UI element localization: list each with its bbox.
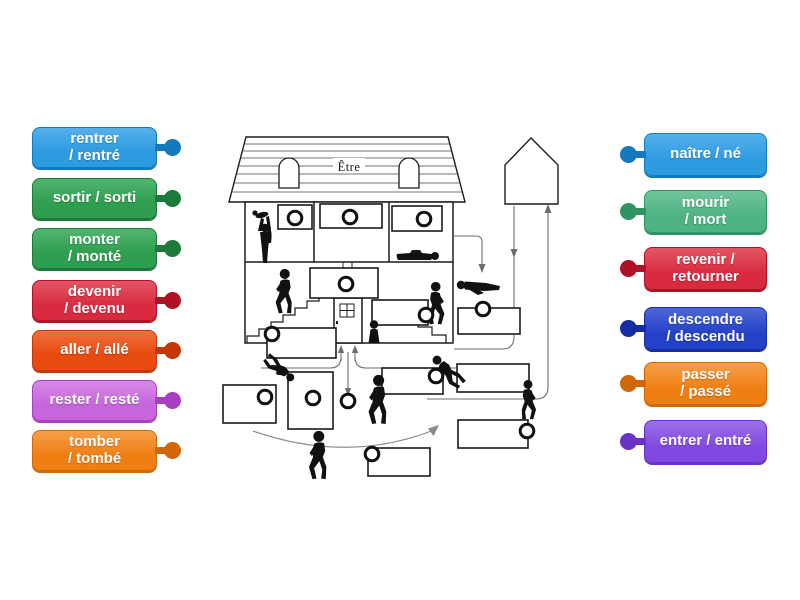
drop-point[interactable] — [256, 388, 274, 406]
connector-dot — [164, 392, 181, 409]
answer-box[interactable] — [456, 363, 530, 393]
label-text: descendre / descendu — [666, 310, 745, 345]
connector-stub — [629, 380, 646, 387]
connector-dot — [164, 442, 181, 459]
label-rester[interactable]: rester / resté — [32, 380, 181, 421]
connector-dot — [620, 433, 637, 450]
connector-stub — [629, 208, 646, 215]
person-returning-flying-icon — [456, 280, 500, 295]
person-standing-at-door-icon — [368, 320, 380, 343]
connector-dot — [620, 320, 637, 337]
label-text: mourir / mort — [681, 193, 730, 228]
label-text: tomber / tombé — [67, 432, 122, 467]
label-text: entrer / entré — [659, 432, 752, 450]
connector-dot — [620, 375, 637, 392]
arrowheads — [337, 204, 552, 396]
label-text: sortir / sorti — [52, 189, 137, 207]
connector-dot — [164, 292, 181, 309]
connector-stub — [155, 245, 172, 252]
label-monter[interactable]: monter / monté — [32, 228, 181, 269]
person-lying-dead-icon — [396, 250, 439, 260]
connector-stub — [629, 438, 646, 445]
label-mourir[interactable]: mourir / mort — [620, 190, 767, 233]
house-diagram: Être — [222, 136, 559, 480]
connector-dot — [164, 190, 181, 207]
connector-dot — [620, 146, 637, 163]
drop-point[interactable] — [286, 209, 304, 227]
drop-point[interactable] — [339, 392, 357, 410]
drop-point[interactable] — [417, 306, 435, 324]
connector-stub — [155, 297, 172, 304]
answer-box[interactable] — [457, 419, 529, 449]
path-door-right — [354, 356, 456, 369]
label-descendre[interactable]: descendre / descendu — [620, 307, 767, 350]
path-to-second-house — [427, 209, 549, 400]
path-from-second-house — [454, 206, 515, 350]
label-tomber[interactable]: tomber / tombé — [32, 430, 181, 471]
label-text: naître / né — [670, 145, 741, 163]
label-text: rester / resté — [49, 391, 140, 409]
label-naitre[interactable]: naître / né — [620, 133, 767, 176]
drop-point[interactable] — [263, 325, 281, 343]
drop-point[interactable] — [518, 422, 536, 440]
label-text: devenir / devenu — [64, 282, 125, 317]
front-door — [333, 297, 363, 344]
connector-dot — [620, 203, 637, 220]
person-walking-to-door-icon — [368, 374, 387, 424]
connector-dot — [164, 139, 181, 156]
answer-box[interactable] — [277, 204, 313, 230]
second-house — [504, 137, 559, 205]
answer-boxes — [222, 203, 530, 477]
drop-point[interactable] — [363, 445, 381, 463]
label-passer[interactable]: passer / passé — [620, 362, 767, 405]
label-text: monter / monté — [67, 230, 122, 265]
connector-stub — [629, 265, 646, 272]
path-lines — [261, 206, 549, 400]
drop-point[interactable] — [427, 367, 445, 385]
label-aller[interactable]: aller / allé — [32, 330, 181, 371]
label-rentrer[interactable]: rentrer / rentré — [32, 127, 181, 168]
person-walking-away-icon — [521, 379, 537, 420]
label-text: rentrer / rentré — [69, 129, 120, 164]
passing-arc — [252, 429, 435, 448]
drop-point[interactable] — [341, 208, 359, 226]
connector-stub — [155, 447, 172, 454]
path-wall-connector — [453, 235, 483, 268]
figures — [252, 210, 537, 480]
person-passing-by-icon — [308, 430, 327, 480]
connector-dot — [620, 260, 637, 277]
drop-points — [256, 208, 536, 463]
person-lifting-baby-icon — [252, 210, 272, 263]
label-text: passer / passé — [680, 365, 731, 400]
label-text: aller / allé — [60, 341, 129, 359]
connector-stub — [155, 144, 172, 151]
label-devenir[interactable]: devenir / devenu — [32, 280, 181, 321]
label-entrer[interactable]: entrer / entré — [620, 420, 767, 463]
roof: Être — [228, 136, 466, 203]
passing-arc-arrowhead — [428, 425, 439, 436]
house-title: Être — [338, 160, 361, 174]
connector-stub — [629, 151, 646, 158]
connector-stub — [155, 397, 172, 404]
left-staircase — [246, 295, 334, 343]
connector-dot — [164, 240, 181, 257]
drop-point[interactable] — [337, 275, 355, 293]
connector-stub — [155, 347, 172, 354]
label-sortir[interactable]: sortir / sorti — [32, 178, 181, 219]
connector-stub — [155, 195, 172, 202]
dormer-icon — [398, 157, 420, 189]
house-label-backdrop — [333, 158, 365, 173]
drop-point[interactable] — [474, 300, 492, 318]
label-text: revenir / retourner — [672, 250, 739, 285]
dormer-icon — [278, 157, 300, 189]
connector-dot — [164, 342, 181, 359]
path-door-left — [261, 356, 342, 369]
label-revenir[interactable]: revenir / retourner — [620, 247, 767, 290]
connector-stub — [629, 325, 646, 332]
drop-point[interactable] — [304, 389, 322, 407]
drop-point[interactable] — [415, 210, 433, 228]
